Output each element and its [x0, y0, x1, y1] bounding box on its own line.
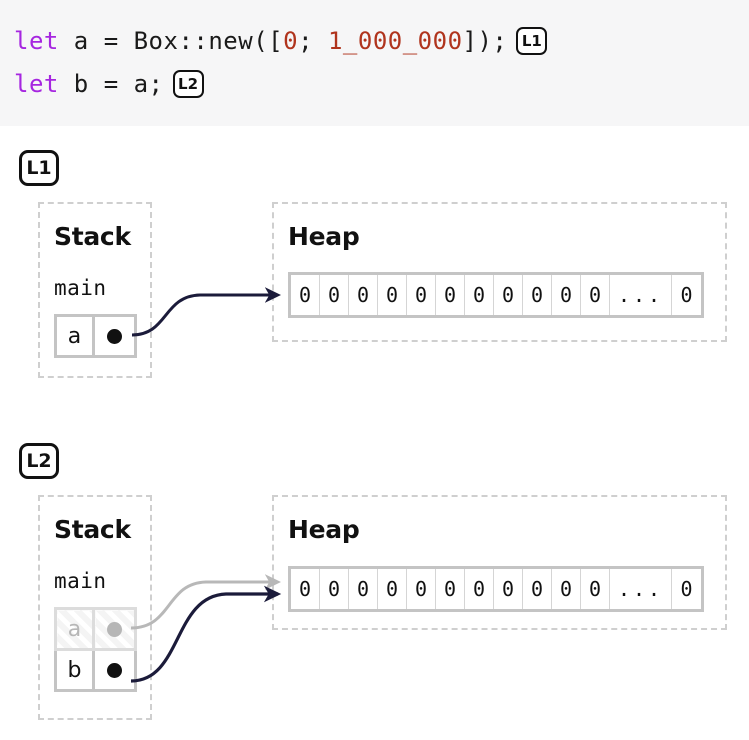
heap-cell: 0 — [378, 569, 407, 609]
code-text: b = a; — [58, 70, 164, 98]
stack-frame-label-l2: main — [54, 569, 107, 593]
code-badge-l2[interactable]: L2 — [172, 70, 204, 98]
pointer-dot-icon — [107, 329, 122, 344]
heap-cell: 0 — [523, 569, 552, 609]
heap-cell: 0 — [407, 569, 436, 609]
code-line-1: let a = Box::new([0; 1_000_000]); L1 — [14, 27, 548, 55]
heap-cell: 0 — [680, 577, 693, 601]
stack-pointer-cell — [92, 607, 137, 651]
heap-cell: 0 — [349, 275, 378, 315]
stack-row-a-moved[interactable]: a — [54, 607, 137, 651]
heap-cell: 0 — [581, 275, 610, 315]
code-number-zero: 0 — [283, 27, 299, 55]
stack-var-name: a — [54, 314, 95, 358]
heap-cell-ellipsis: ... — [610, 569, 672, 609]
code-text: a = Box::new([ — [58, 27, 284, 55]
heap-title-l1: Heap — [288, 222, 360, 251]
heap-container-l1 — [272, 202, 727, 342]
heap-cell: 0 — [680, 283, 693, 307]
stack-pointer-cell — [92, 314, 137, 358]
heap-cell: 0 — [465, 275, 494, 315]
heap-cell: 0 — [552, 275, 581, 315]
heap-container-l2 — [272, 495, 727, 630]
code-number-count: 1_000_000 — [327, 27, 463, 55]
heap-cell: 0 — [436, 275, 465, 315]
arrow-a-to-heap-l1 — [131, 287, 281, 337]
code-badge-l1[interactable]: L1 — [516, 27, 548, 55]
pointer-dot-icon — [107, 663, 122, 678]
heap-cell: 0 — [465, 569, 494, 609]
stack-pointer-cell — [92, 648, 137, 692]
arrow-b-to-heap-l2 — [130, 585, 282, 683]
heap-cell: 0 — [494, 275, 523, 315]
heap-cell: 0 — [291, 275, 320, 315]
heap-cell: 0 — [407, 275, 436, 315]
stack-container-l1 — [38, 202, 152, 378]
heap-cell: 0 — [320, 569, 349, 609]
code-keyword-let: let — [14, 70, 59, 98]
code-keyword-let: let — [14, 27, 59, 55]
heap-cell: 0 — [320, 275, 349, 315]
heap-cell: 0 — [581, 569, 610, 609]
stack-table-l2: a b — [54, 607, 137, 692]
code-separator: ; — [298, 27, 328, 55]
stack-row-a[interactable]: a — [54, 314, 137, 358]
code-text-tail: ]); — [462, 27, 508, 55]
heap-title-l2: Heap — [288, 515, 360, 544]
step-badge-l2[interactable]: L2 — [19, 443, 59, 479]
stack-var-name: a — [54, 607, 95, 651]
code-block: let a = Box::new([0; 1_000_000]); L1 let … — [0, 0, 749, 126]
stack-title-l2: Stack — [54, 515, 131, 544]
step-badge-l1[interactable]: L1 — [19, 150, 59, 186]
heap-cell: 0 — [436, 569, 465, 609]
heap-cell: 0 — [291, 569, 320, 609]
stack-var-name: b — [54, 648, 95, 692]
heap-cell: 0 — [523, 275, 552, 315]
pointer-dot-icon — [107, 622, 122, 637]
code-line-2: let b = a; L2 — [14, 70, 204, 98]
heap-cell: 0 — [552, 569, 581, 609]
heap-cell: 0 — [349, 569, 378, 609]
heap-cell: 0 — [494, 569, 523, 609]
stack-title-l1: Stack — [54, 222, 131, 251]
heap-cell-ellipsis: ... — [610, 275, 672, 315]
arrow-a-to-heap-l2-moved — [130, 574, 281, 630]
heap-cell: 0 — [378, 275, 407, 315]
stack-table-l1: a — [54, 314, 137, 358]
stack-frame-label-l1: main — [54, 276, 107, 300]
stack-row-b[interactable]: b — [54, 648, 137, 692]
